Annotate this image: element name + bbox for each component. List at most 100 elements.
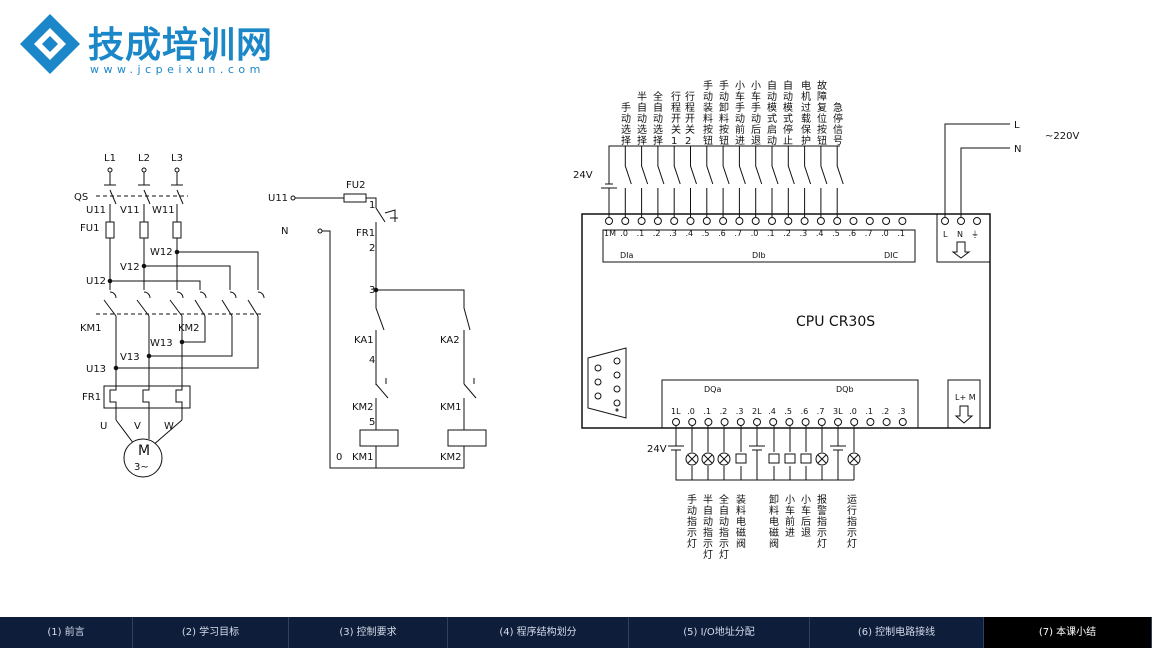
supply-l: L [1014,120,1020,131]
input-terminal-label: 1M [604,229,616,238]
nav-tab-3[interactable]: (3) 控制要求 [289,617,448,648]
input-terminal [898,217,907,225]
input-terminal [784,217,793,225]
input-terminal-label: .1 [767,229,775,238]
out-lm: L+ M [955,393,976,402]
output-terminal [688,418,697,426]
label-fu1: FU1 [80,223,99,234]
input-terminal-label: .3 [669,229,677,238]
group-dqa: DQa [704,385,721,394]
output-terminal-label: .5 [784,407,792,416]
input-switch [755,146,763,217]
input-terminal-label: .0 [881,229,889,238]
label-ka1: KA1 [354,335,374,346]
input-terminal-label: .7 [734,229,742,238]
output-terminal-label: .4 [768,407,776,416]
node-4: 4 [369,355,375,366]
label-fr1-ctrl: FR1 [356,228,375,239]
input-terminal-label: .1 [897,229,905,238]
supply-n: N [1014,144,1021,155]
pw-l: L [943,230,948,239]
label-km2-main: KM2 [178,323,200,334]
input-switch [820,146,828,217]
db9-pins [594,357,621,412]
label-u11: U11 [86,205,106,216]
motor-m: M [138,443,150,459]
brand-logo: 技成培训网 www.jcpeixun.com [18,12,318,78]
nav-tab-4[interactable]: (4) 程序结构划分 [448,617,629,648]
output-terminal [736,418,745,426]
output-terminal [817,418,826,426]
output-terminal [850,418,859,426]
nav-tab-6[interactable]: (6) 控制电路接线 [810,617,984,648]
input-terminal-label: .0 [751,229,759,238]
motor-3phase: 3~ [134,462,149,473]
input-terminal [621,217,630,225]
input-terminal-label: .1 [637,229,645,238]
wiring-diagram: L1 L2 L3 QS U11 V11 W11 FU1 W12 V12 U12 … [74,79,1079,561]
brand-url: www.jcpeixun.com [90,63,265,76]
nav-tab-7[interactable]: (7) 本课小结 [984,617,1152,648]
input-label: 小车手动前进 [735,80,745,147]
output-terminal-label: .3 [898,407,906,416]
plc-module: DIa DIb DIC CPU CR30S L N ⏚ L N ~220V DQ… [573,79,1079,561]
output-terminal [753,418,761,426]
input-terminal [833,217,842,225]
output-terminal [834,418,842,426]
node-5: 5 [369,417,375,428]
output-terminal [866,418,875,426]
label-fu2: FU2 [346,180,365,191]
input-terminal-label: .0 [620,229,628,238]
output-label: 装料电磁阀 [736,493,746,550]
input-label: 手动卸料按钮 [719,79,729,147]
input-terminal [865,217,874,225]
label-ctrl-n: N [281,226,288,237]
input-label: 自动模式启动 [767,79,777,147]
output-terminal-label: .2 [882,407,890,416]
input-switch [657,146,665,217]
input-terminal [768,217,776,225]
output-terminal-label: .1 [865,407,873,416]
node-3: 3 [369,285,375,296]
input-switch [641,146,649,217]
output-terminal [801,418,810,426]
output-terminal [720,418,729,426]
nav-tab-2[interactable]: (2) 学习目标 [133,617,289,648]
output-terminal [672,418,680,426]
output-terminal-label: .6 [801,407,809,416]
input-switch [722,146,730,217]
input-switch [804,146,812,217]
output-label: 手动指示灯 [687,493,697,550]
output-terminal-label: .7 [817,407,825,416]
node-1: 1 [369,200,375,211]
input-terminal-label: .3 [800,229,808,238]
input-label: 自动模式停止 [783,79,793,147]
output-terminal [769,418,778,426]
label-km1-nc: KM1 [440,402,462,413]
input-switch [690,146,697,217]
label-w: W [164,421,174,432]
output-terminal [882,418,891,426]
pw-n: N [957,230,963,239]
input-terminal [816,217,825,225]
group-dib: DIb [752,251,766,260]
brand-name: 技成培训网 [88,25,274,66]
output-terminal-label: .0 [849,407,857,416]
solenoid-valve-icon [735,453,747,464]
input-terminal [849,217,858,225]
output-label: 小车后退 [801,494,811,539]
output-voltage: 24V [647,444,667,455]
nav-tab-5[interactable]: (5) I/O地址分配 [629,617,810,648]
input-switch [787,146,795,217]
input-terminal [637,217,646,225]
node-0: 0 [336,452,342,463]
input-label: 全自动选择 [653,90,663,147]
input-terminal-label: .2 [783,229,791,238]
input-switch [706,146,714,217]
input-terminal-label: .5 [832,229,840,238]
input-terminal [735,217,744,225]
input-terminal [686,217,695,225]
nav-tab-1[interactable]: (1) 前言 [0,617,133,648]
label-qs: QS [74,192,88,203]
